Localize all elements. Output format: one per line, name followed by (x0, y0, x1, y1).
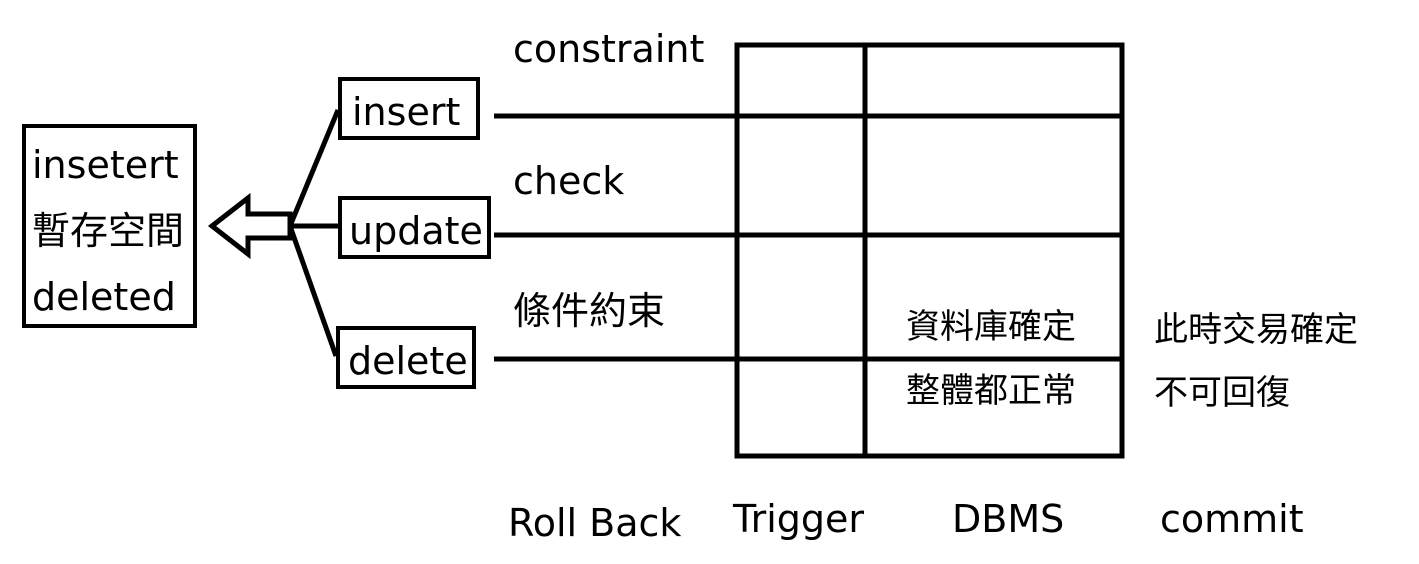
hollow-left-arrow (207, 192, 293, 260)
all-normal-note: 整體都正常 (906, 371, 1076, 411)
temp-store-line-1: insetert (32, 143, 179, 187)
dbms-column-label: DBMS (952, 497, 1065, 541)
irreversible-note: 不可回復 (1154, 373, 1290, 413)
update-label: update (349, 209, 483, 253)
connector-to-insert (287, 109, 341, 227)
temp-store-line-2: 暫存空間 (32, 209, 185, 253)
update-box: update (338, 196, 491, 259)
delete-label: delete (348, 339, 468, 383)
trigger-column-label: Trigger (733, 497, 865, 541)
db-confirmed-note: 資料庫確定 (906, 307, 1076, 347)
temp-store-box: insetert 暫存空間 deleted (22, 124, 197, 328)
temp-store-line-3: deleted (32, 275, 176, 319)
connector-to-delete (287, 225, 339, 357)
insert-box: insert (338, 77, 480, 140)
conditional-constraint-label: 條件約束 (513, 289, 666, 333)
constraint-label: constraint (513, 27, 705, 71)
insert-label: insert (352, 90, 461, 134)
delete-box: delete (336, 326, 476, 389)
transaction-confirmed-note: 此時交易確定 (1154, 310, 1358, 350)
rollback-column-label: Roll Back (508, 501, 682, 545)
check-label: check (513, 159, 625, 203)
trigger-dbms-grid (734, 42, 1125, 459)
commit-column-label: commit (1160, 497, 1304, 541)
